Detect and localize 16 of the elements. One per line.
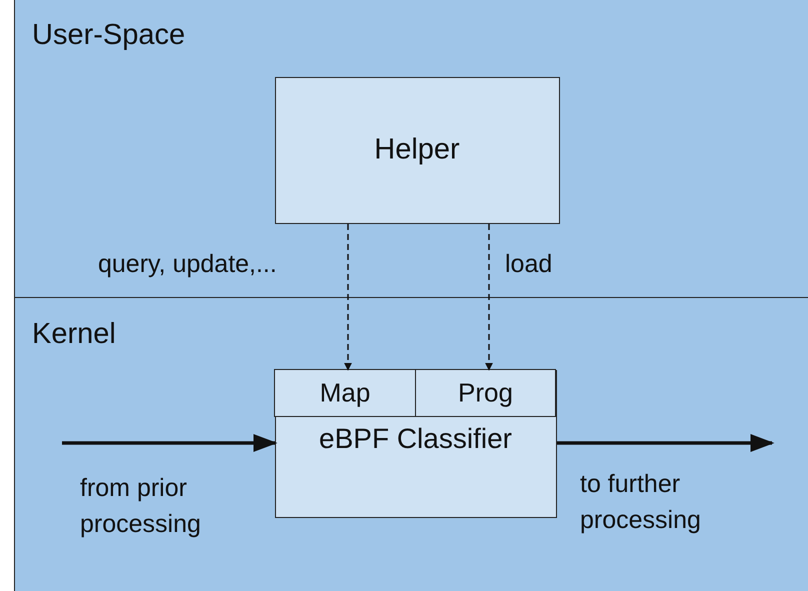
dashed-arrow — [485, 224, 493, 371]
dashed-arrow — [344, 224, 352, 371]
region-title: Kernel — [32, 318, 116, 351]
component-label: Prog — [457, 378, 514, 408]
component-label: eBPF Classifier — [318, 422, 513, 456]
region-band — [14, 0, 808, 298]
component-box — [274, 370, 556, 518]
component-box — [274, 369, 416, 417]
component-box — [274, 76, 560, 224]
arrow — [557, 434, 774, 452]
component-label: Helper — [373, 134, 461, 166]
region-band — [14, 297, 808, 591]
arrow — [62, 434, 277, 452]
component-label: Map — [318, 378, 372, 408]
region-title: User-Space — [32, 19, 186, 52]
component-box — [415, 369, 556, 417]
